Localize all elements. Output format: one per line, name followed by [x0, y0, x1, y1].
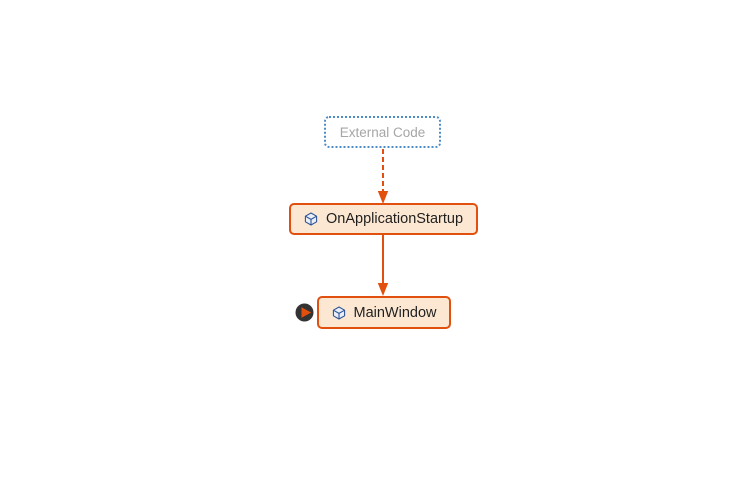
edge-onapplicationstartup-to-mainwindow[interactable]	[375, 234, 391, 297]
collapsed-incoming-links-badge[interactable]	[295, 303, 314, 322]
method-cube-icon	[332, 305, 345, 320]
arrowhead-down-icon	[377, 283, 389, 296]
method-cube-icon	[304, 212, 318, 226]
node-external-code[interactable]: External Code	[324, 116, 441, 148]
node-onapplicationstartup[interactable]: OnApplicationStartup	[289, 203, 478, 235]
external-code-label: External Code	[339, 124, 426, 140]
node-mainwindow[interactable]: MainWindow	[317, 296, 451, 329]
badge-arrow-right-icon	[301, 307, 312, 318]
edge-external-to-onapplicationstartup[interactable]	[375, 147, 391, 205]
mainwindow-label: MainWindow	[353, 304, 437, 321]
onapplicationstartup-label: OnApplicationStartup	[325, 211, 464, 227]
arrowhead-down-icon	[377, 191, 389, 204]
